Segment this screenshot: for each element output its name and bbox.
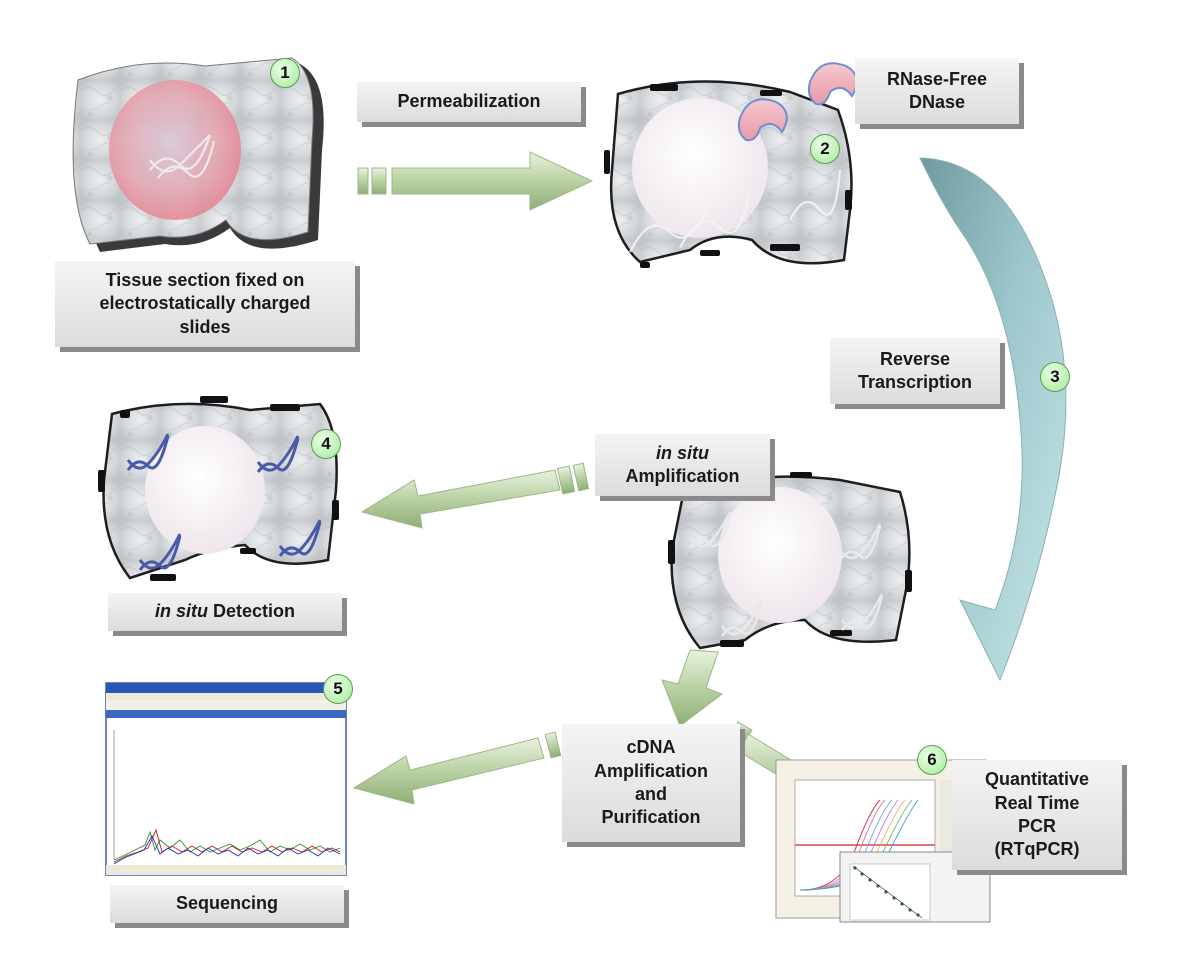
rnase-free-dnase-label: RNase-Free DNase xyxy=(855,58,1019,124)
step-4-badge: 4 xyxy=(311,429,341,459)
in-situ-detection-label: in situ Detection xyxy=(108,593,342,631)
rtqpcr-label: Quantitative Real Time PCR (RTqPCR) xyxy=(952,760,1122,870)
reverse-transcription-label: Reverse Transcription xyxy=(830,338,1000,404)
step-5-badge: 5 xyxy=(323,674,353,704)
reverse-transcription-curve xyxy=(919,157,1067,682)
step-2-badge: 2 xyxy=(810,134,840,164)
step-1-badge: 1 xyxy=(270,58,300,88)
tissue-section-4 xyxy=(98,396,339,581)
arrow-down-to-cdna xyxy=(661,649,724,727)
arrow-permeabilization xyxy=(357,151,594,211)
tissue-section-2 xyxy=(604,62,858,268)
arrow-in-situ-amplification xyxy=(360,462,590,529)
step-3-badge: 3 xyxy=(1040,362,1070,392)
tissue-section-1 xyxy=(72,57,324,252)
sequencing-label: Sequencing xyxy=(110,885,344,923)
tissue-section-amplified xyxy=(668,472,912,650)
arrow-to-sequencing xyxy=(352,731,562,805)
cdna-amplification-label: cDNA Amplification and Purification xyxy=(562,724,740,842)
tissue-section-label: Tissue section fixed on electrostaticall… xyxy=(55,261,355,347)
permeabilization-label: Permeabilization xyxy=(357,82,581,122)
in-situ-amplification-label: in situ Amplification xyxy=(595,434,770,496)
sequencing-chromatogram-screenshot xyxy=(105,682,347,876)
step-6-badge: 6 xyxy=(917,745,947,775)
